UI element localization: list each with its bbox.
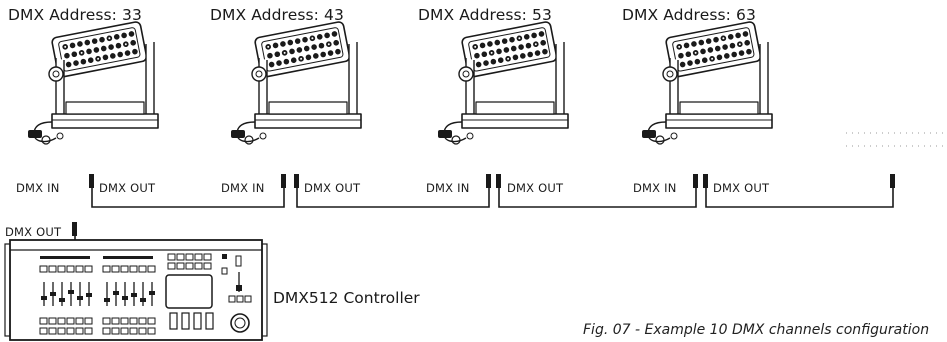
fixture-1-dmx-in: DMX IN <box>16 181 60 195</box>
fixture-3-dmx-out: DMX OUT <box>507 181 564 195</box>
controller-dmx-out: DMX OUT <box>5 225 62 239</box>
fixture-2-dmx-in: DMX IN <box>221 181 265 195</box>
fixture-4-dmx-out: DMX OUT <box>713 181 770 195</box>
figure-caption: Fig. 07 - Example 10 DMX channels config… <box>583 322 930 338</box>
fixture-2-dmx-out: DMX OUT <box>304 181 361 195</box>
continuation-dots <box>846 132 947 147</box>
fixture-2-address: DMX Address: 43 <box>210 6 344 24</box>
fixture-2 <box>230 20 362 145</box>
fixture-1 <box>27 20 159 145</box>
dmx-connectors <box>72 174 895 236</box>
fixture-4-dmx-in: DMX IN <box>633 181 677 195</box>
fixture-3-dmx-in: DMX IN <box>426 181 470 195</box>
dmx-cable <box>74 176 894 240</box>
fixture-3 <box>437 20 569 145</box>
fixture-3-address: DMX Address: 53 <box>418 6 552 24</box>
fixture-1-address: DMX Address: 33 <box>8 6 142 24</box>
controller-label: DMX512 Controller <box>273 289 420 307</box>
dmx512-controller <box>4 239 268 341</box>
fixture-4-address: DMX Address: 63 <box>622 6 756 24</box>
fixture-4 <box>641 20 773 145</box>
fixture-1-dmx-out: DMX OUT <box>99 181 156 195</box>
